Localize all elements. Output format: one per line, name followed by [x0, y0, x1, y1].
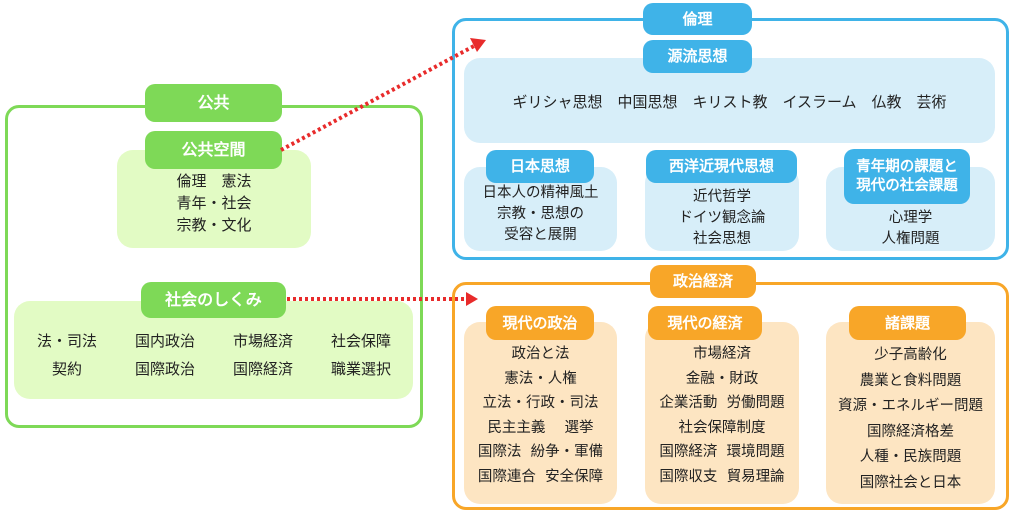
rinri-column-item: 人権問題 [881, 231, 940, 247]
seikei-column-label: 現代の政治 [486, 306, 594, 340]
society-item: 国際政治 [134, 360, 195, 378]
seikei-column-item: 国際収支 貿易理論 [659, 468, 785, 485]
seikei-column-items: 政治と法 憲法・人権 立法・行政・司法 民主主義 選挙 国際法 紛争・軍備 国際… [464, 342, 617, 489]
seikei-column-item: 国際法 紛争・軍備 [477, 444, 604, 460]
seikei-column-item: 少子高齢化 [874, 347, 947, 363]
seikei-column-items: 少子高齢化 農業と食料問題 資源・エネルギー問題 国際経済格差 人種・民族問題 … [826, 343, 995, 496]
rinri-column-label: 日本思想 [486, 150, 594, 183]
society-item: 国内政治 [134, 332, 195, 350]
seikei-column-item: 政治と法 [511, 346, 570, 362]
society-item: 法・司法 [36, 332, 97, 350]
rinri-column-item: 社会思想 [693, 231, 751, 247]
seikei-column-item: 国際経済 環境問題 [659, 444, 785, 460]
rinri-column-item: 受容と展開 [504, 227, 577, 243]
seikei-title: 政治経済 [650, 265, 756, 298]
seikei-column-panel [645, 322, 799, 504]
seikei-column-item: 市場経済 [693, 346, 751, 362]
rinri-column-item: ドイツ観念論 [678, 210, 766, 226]
seikei-column-item: 金融・財政 [685, 370, 759, 387]
rinri-column-label: 青年期の課題と 現代の社会課題 [844, 149, 970, 204]
society-item: 社会保障 [330, 332, 391, 350]
rinri-column-items: 心理学 人権問題 [826, 208, 995, 250]
seikei-column-label: 現代の経済 [648, 306, 762, 340]
seikei-column-item: 企業活動 労働問題 [659, 395, 785, 411]
seikei-column-item: 立法・行政・司法 [482, 395, 599, 411]
rinri-column-item: 心理学 [888, 210, 933, 226]
origins-item-list: ギリシャ思想 中国思想 キリスト教 イスラーム 仏教 芸術 [512, 93, 947, 111]
rinri-column-items: 日本人の精神風土 宗教・思想の 受容と展開 [464, 183, 617, 246]
public-space-item: 青年・社会 [176, 194, 252, 212]
rinri-column-label: 西洋近現代思想 [646, 150, 797, 183]
public-space-label: 公共空間 [145, 131, 282, 169]
seikei-column-item: 国際社会と日本 [859, 474, 962, 491]
seikei-column-items: 市場経済 金融・財政 企業活動 労働問題 社会保障制度 国際経済 環境問題 国際… [645, 342, 799, 489]
seikei-column-item: 国際経済格差 [867, 423, 954, 440]
society-item: 市場経済 [232, 332, 293, 350]
rinri-column-item: 日本人の精神風土 [482, 185, 599, 201]
seikei-column-item: 社会保障制度 [678, 419, 766, 436]
society-label: 社会のしくみ [141, 282, 286, 318]
seikei-column-item: 農業と食料問題 [859, 372, 962, 389]
rinri-column-items: 近代哲学 ドイツ観念論 社会思想 [645, 187, 799, 250]
origins-label: 源流思想 [643, 40, 752, 73]
seikei-column-item: 国際連合 安全保障 [477, 468, 604, 485]
seikei-column-item: 憲法・人権 [504, 370, 577, 387]
seikei-column-panel [464, 322, 617, 504]
arrowhead-icon [466, 292, 478, 306]
seikei-column-label: 諸課題 [849, 306, 966, 340]
society-item: 契約 [51, 360, 82, 378]
origins-items: ギリシャ思想 中国思想 キリスト教 イスラーム 仏教 芸術 [464, 92, 995, 113]
rinri-column-item: 宗教・思想の [497, 206, 584, 222]
connector-public-space-to-rinri [280, 44, 475, 152]
public-space-items: 倫理 憲法 青年・社会 宗教・文化 [117, 170, 311, 236]
society-item: 国際経済 [232, 360, 293, 378]
rinri-column-item: 近代哲学 [693, 189, 751, 205]
seikei-column-item: 資源・エネルギー問題 [838, 398, 983, 414]
koukyou-title: 公共 [145, 84, 282, 122]
seikei-column-panel [826, 322, 995, 504]
arrowhead-icon [470, 38, 486, 52]
rinri-title: 倫理 [643, 3, 752, 35]
society-items: 法・司法 国内政治 市場経済 社会保障 契約 国際政治 国際経済 職業選択 [18, 327, 410, 383]
seikei-column-item: 民主主義 選挙 [487, 419, 594, 436]
seikei-column-item: 人種・民族問題 [859, 449, 962, 465]
public-space-item: 倫理 憲法 [176, 172, 252, 190]
society-item: 職業選択 [330, 360, 391, 378]
public-space-item: 宗教・文化 [176, 216, 252, 234]
